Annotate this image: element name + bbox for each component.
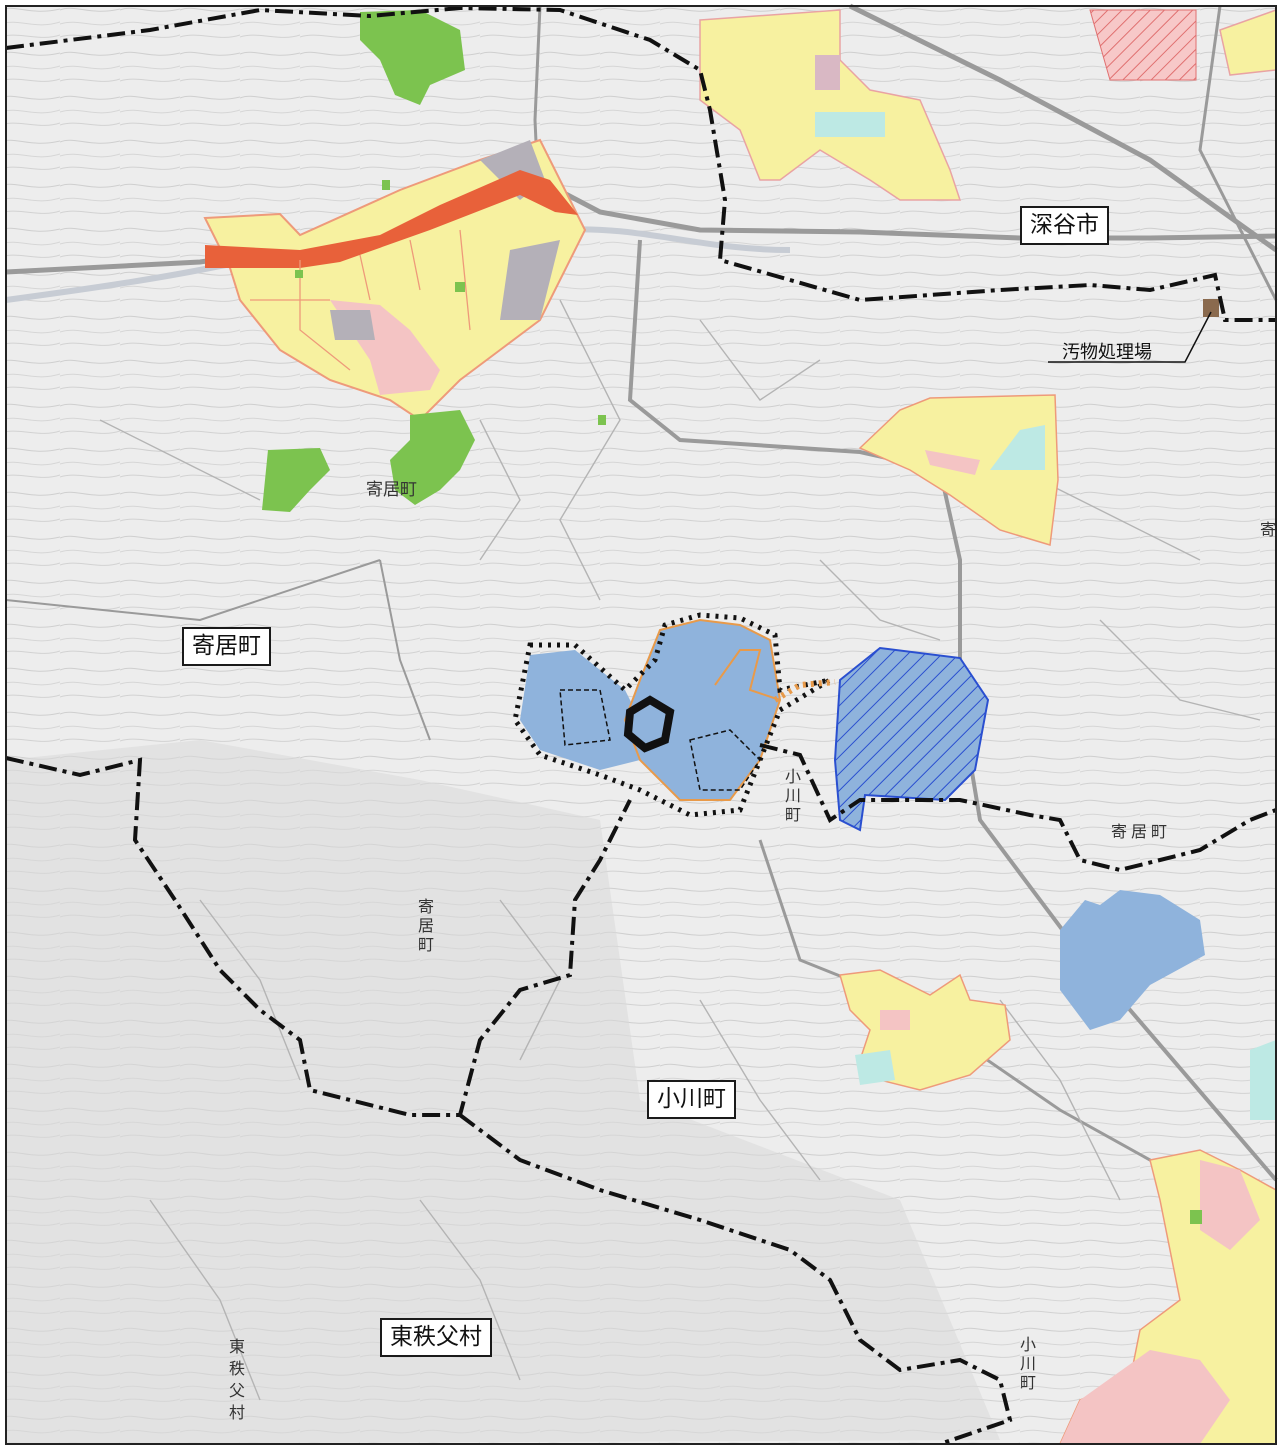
se-cyan-edge (1250, 1040, 1276, 1120)
sewage-plant-marker (1203, 299, 1219, 317)
se-commercial-2 (1200, 1160, 1260, 1250)
fukaya-cyan-block (815, 112, 885, 137)
label-fukaya-city: 深谷市 (1020, 206, 1109, 245)
label-ogawa-vertical-south: 小川町 (1017, 1336, 1036, 1393)
terrain-south (6, 740, 1000, 1444)
yorii-urban-area (203, 138, 587, 422)
sewage-leader-line (1048, 311, 1212, 363)
park-se (1190, 1210, 1202, 1224)
label-higashichichibu-village: 東秩父村 (380, 1318, 492, 1357)
admin-boundaries (5, 5, 1277, 1446)
industrial-southeast (1060, 890, 1205, 1030)
minor-roads (99, 299, 1261, 1401)
park-small-2 (598, 415, 606, 425)
se-commercial (1060, 1350, 1230, 1444)
site-core-marker (623, 695, 675, 753)
ogawa-cyan (855, 1050, 895, 1085)
label-ogawa-town: 小川町 (647, 1080, 736, 1119)
label-yorii-town-center: 寄居町 (366, 480, 417, 500)
park-small-3 (382, 180, 390, 190)
label-sewage-plant: 汚物処理場 (1062, 342, 1152, 363)
label-ogawa-vertical-north: 小川町 (782, 768, 801, 825)
label-higashichichibu-vertical: 東秩父村 (226, 1338, 245, 1426)
interior-dashed-1 (559, 689, 611, 746)
fukaya-hatched-industrial (1089, 9, 1197, 81)
yorii-gray-block-3 (500, 240, 560, 320)
east-cyan (990, 425, 1045, 470)
label-yorii-vertical: 寄居町 (415, 898, 434, 955)
industrial-east-hatched (833, 646, 990, 832)
access-road-orange-dots (773, 679, 836, 703)
park-yorii-1 (262, 448, 330, 512)
label-yorii-town-west: 寄居町 (182, 627, 271, 666)
yorii-arterial-road (205, 170, 578, 268)
park-yorii-2 (390, 410, 475, 505)
interior-dashed-2 (689, 729, 761, 791)
boundary-north (5, 5, 1276, 322)
east-pink (925, 450, 980, 475)
park-small-1 (455, 282, 465, 292)
orange-interior-line (714, 649, 781, 701)
ogawa-pink (880, 1010, 910, 1030)
yorii-block-lines (250, 229, 471, 371)
project-boundary (512, 612, 832, 818)
fukaya-pink-block (815, 55, 840, 90)
boundary-south (458, 1113, 1013, 1446)
fukaya-residential (699, 9, 962, 201)
label-yori-edge: 寄 (1260, 520, 1277, 539)
yorii-gray-block-1 (330, 310, 375, 340)
map-frame (5, 5, 1277, 1445)
park-north (360, 10, 465, 105)
park-small-4 (295, 270, 303, 278)
label-yorii-town-east: 寄居町 (1111, 822, 1172, 841)
